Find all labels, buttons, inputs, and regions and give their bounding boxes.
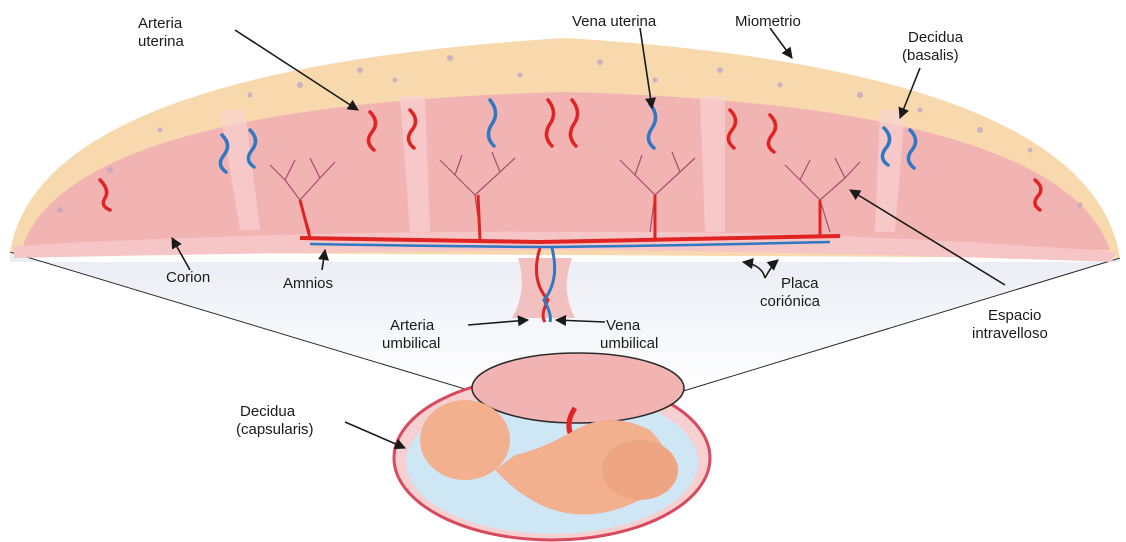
- fetus-head: [420, 400, 510, 480]
- label-decidua-basalis-line1: Decidua: [908, 29, 964, 46]
- label-espacio-intravelloso-line1: Espacio: [988, 307, 1041, 324]
- label-decidua-basalis-line2: (basalis): [902, 47, 959, 64]
- label-placa-corionica-line2: coriónica: [760, 293, 821, 310]
- label-decidua-capsularis: Decidua (capsularis): [236, 403, 314, 438]
- label-arteria-umbilical-line2: umbilical: [382, 335, 440, 352]
- label-espacio-intravelloso: Espacio intravelloso: [972, 307, 1048, 342]
- label-arteria-uterina: Arteria uterina: [138, 15, 186, 50]
- label-placa-corionica-line1: Placa: [781, 275, 819, 292]
- label-vena-uterina: Vena uterina: [572, 13, 657, 30]
- label-espacio-intravelloso-line2: intravelloso: [972, 325, 1048, 342]
- fetus-leg: [602, 440, 678, 500]
- label-vena-umbilical-line2: umbilical: [600, 335, 658, 352]
- label-decidua-capsularis-line2: (capsularis): [236, 421, 314, 438]
- label-arteria-umbilical: Arteria umbilical: [382, 317, 440, 352]
- label-corion: Corion: [166, 269, 210, 286]
- label-decidua-capsularis-line1: Decidua: [240, 403, 296, 420]
- label-miometrio: Miometrio: [735, 13, 801, 30]
- label-decidua-basalis: Decidua (basalis): [902, 29, 967, 64]
- placenta-small: [472, 353, 684, 423]
- label-arteria-uterina-line2: uterina: [138, 33, 185, 50]
- label-vena-umbilical-line1: Vena: [606, 317, 641, 334]
- label-amnios: Amnios: [283, 275, 333, 292]
- label-arteria-umbilical-line1: Arteria: [390, 317, 435, 334]
- label-arteria-uterina-line1: Arteria: [138, 15, 183, 32]
